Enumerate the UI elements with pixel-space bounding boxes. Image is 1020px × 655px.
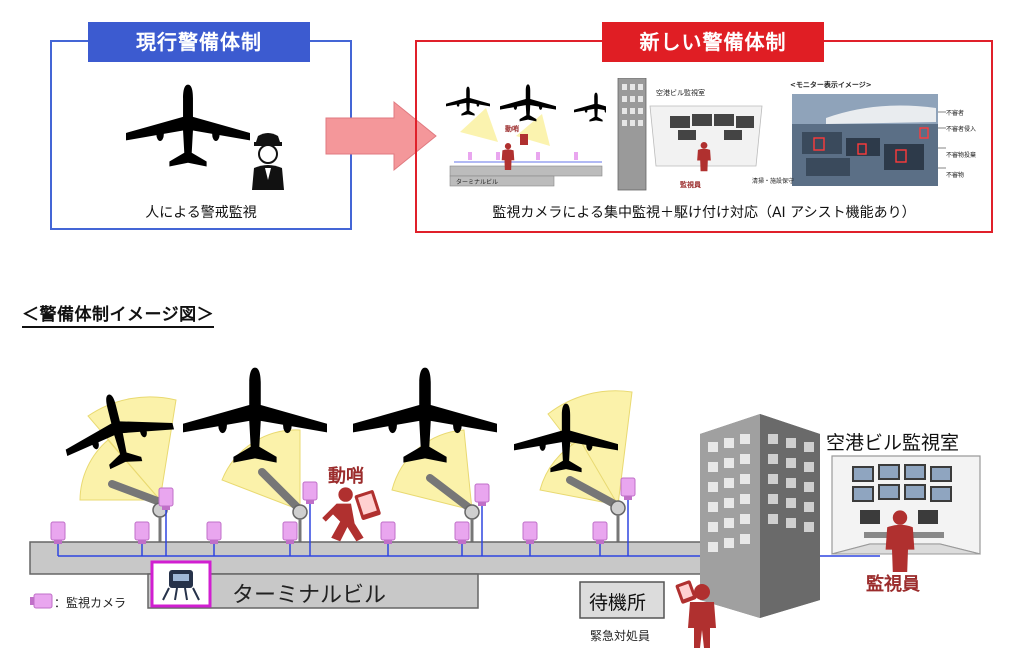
thumb-monitor-label-2: 不審者侵入	[946, 126, 977, 133]
camera-icon	[50, 521, 66, 545]
thumb-terminal-label: ターミナルビル	[456, 179, 499, 186]
security-guard-icon	[252, 133, 284, 190]
emergency-responder-label: 緊急対処員	[590, 629, 651, 643]
standby-room-box	[579, 581, 665, 619]
thumb-operator-label: 監視員	[680, 181, 701, 189]
terminal-building-label: ターミナルビル	[232, 583, 387, 608]
ai-robot-icon	[162, 570, 200, 601]
thumb-alert-label: 動哨	[505, 125, 519, 133]
coverage-area	[79, 439, 162, 501]
alert-label: 動哨	[328, 466, 364, 487]
monitor-image-thumbnail	[792, 94, 946, 186]
monitoring-room	[831, 455, 981, 572]
office-building	[700, 414, 820, 618]
camera-icon	[454, 521, 470, 545]
control-room-thumbnail	[617, 78, 763, 191]
camera-icon	[302, 481, 318, 505]
camera-icon	[134, 521, 150, 545]
camera-icon	[474, 483, 490, 507]
monitoring-room-label: 空港ビル監視室	[826, 432, 960, 454]
legend-label: ：監視カメラ	[54, 596, 127, 610]
operator-label: 監視員	[866, 574, 920, 595]
thumb-monitor-label-4: 不審物	[946, 172, 965, 179]
tablet-icon	[354, 490, 381, 520]
thumb-monitor-label-1: 不審者	[946, 110, 965, 117]
airplane-icon	[183, 367, 327, 463]
thumb-monitor-title: <モニター表示イメージ>	[790, 81, 872, 89]
thumb-monitor-label-5: 清掃・施設保守	[752, 178, 795, 185]
apron-thumbnail	[446, 84, 606, 187]
terminal-upper	[29, 541, 733, 575]
camera-icon	[282, 521, 298, 545]
camera-icon	[206, 521, 222, 545]
new-system-caption: 監視カメラによる集中監視＋駆け付け対応（AI アシスト機能あり）	[492, 205, 916, 221]
camera-icon	[380, 521, 396, 545]
section-heading: ＜警備体制イメージ図＞	[22, 300, 215, 328]
legend-camera-icon	[29, 593, 53, 609]
responder-tablet-icon	[675, 580, 697, 604]
current-system-title: 現行警備体制	[88, 22, 310, 62]
current-system-caption: 人による警戒監視	[145, 205, 257, 221]
camera-icon	[592, 521, 608, 545]
security-system-diagram	[29, 367, 981, 648]
thumb-room-label: 空港ビル監視室	[656, 89, 705, 97]
patrol-guard-icon	[322, 487, 364, 542]
airplane-icon	[353, 367, 497, 463]
thumb-monitor-label-3: 不審物投棄	[946, 152, 977, 159]
camera-icon	[522, 521, 538, 545]
new-system-title: 新しい警備体制	[602, 22, 824, 62]
emergency-responder-icon	[688, 584, 716, 648]
standby-room-label: 待機所	[589, 592, 647, 614]
camera-icon	[620, 477, 636, 501]
